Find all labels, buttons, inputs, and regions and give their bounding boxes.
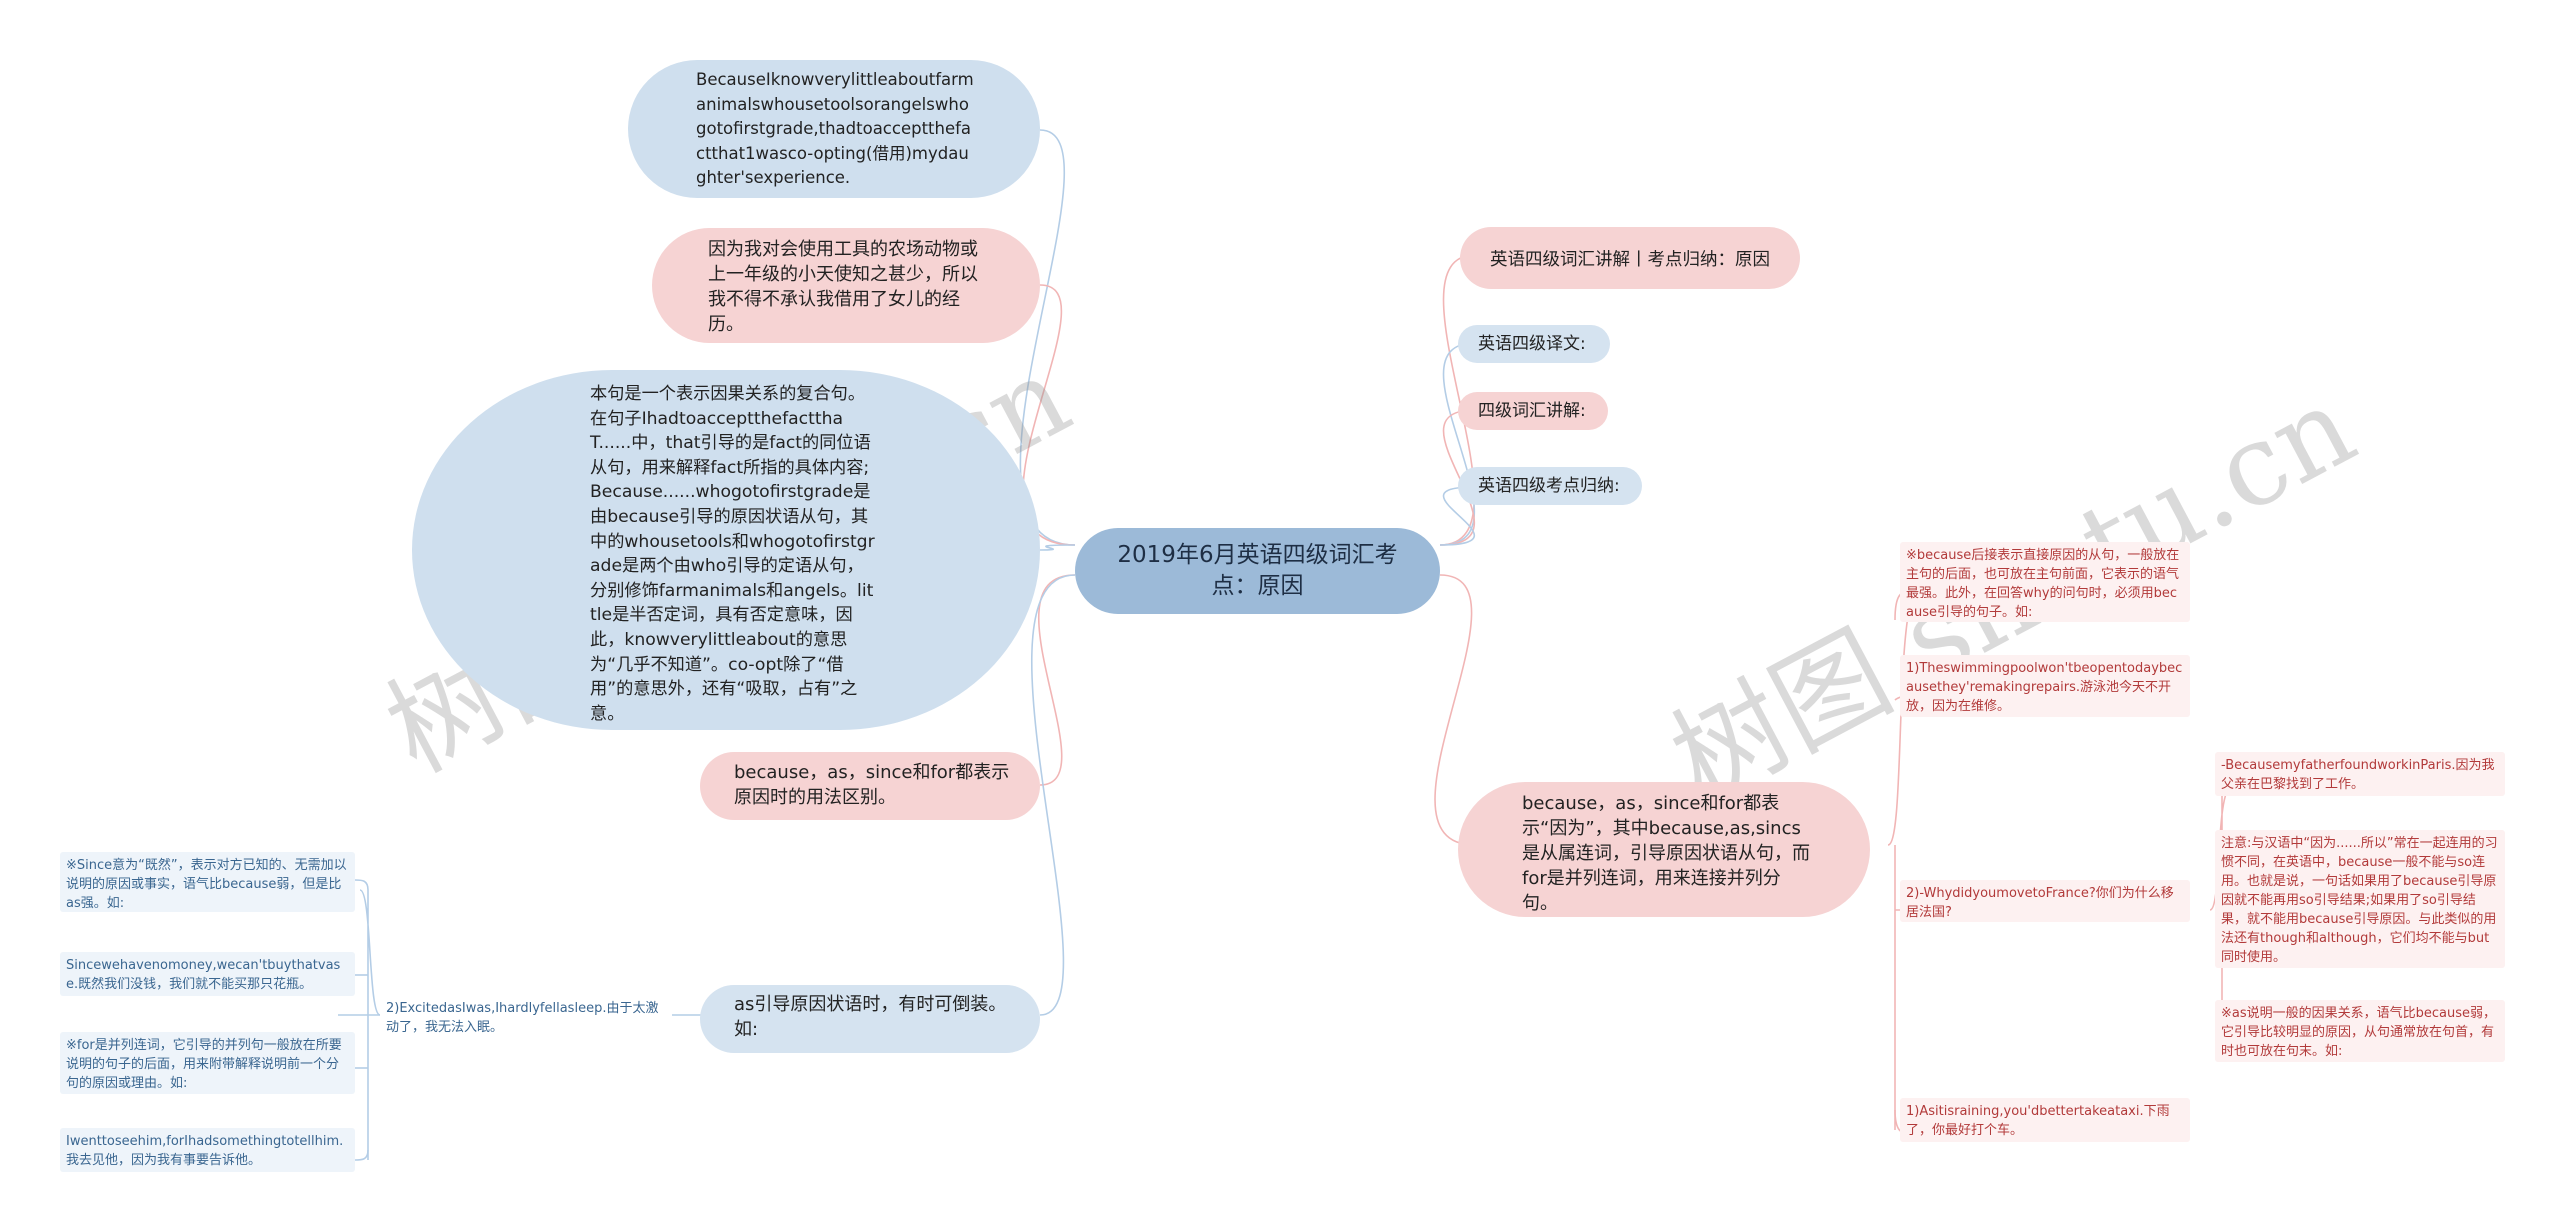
link-center-right-4 xyxy=(1439,486,1476,546)
right-item-vocab[interactable]: 四级词汇讲解: xyxy=(1458,392,1608,430)
right-leaf-france[interactable]: 2)-WhydidyoumovetoFrance?你们为什么移居法国? xyxy=(1900,880,2190,922)
link-center-because-note xyxy=(1434,574,1476,846)
left-leaf-for[interactable]: ※for是并列连词，它引导的并列句一般放在所要说明的句子的后面，用来附带解释说明… xyxy=(60,1032,355,1094)
right-item-title[interactable]: 英语四级词汇讲解丨考点归纳：原因 xyxy=(1460,227,1800,289)
chinese-translation-text: 因为我对会使用工具的农场动物或上一年级的小天使知之甚少，所以我不得不承认我借用了… xyxy=(708,239,978,335)
sub-leaf-as-text: ※as说明一般的因果关系，语气比because弱，它引导比较明显的原因，从句通常… xyxy=(2221,1006,2497,1059)
link-center-english-sentence xyxy=(1019,129,1076,546)
right-leaf-because-text: ※because后接表示直接原因的从句，一般放在主句的后面，也可放在主句前面，它… xyxy=(1906,548,2180,620)
link-center-as-inversion xyxy=(1031,574,1076,1016)
link-center-right-1 xyxy=(1439,254,1476,546)
right-leaf-because[interactable]: ※because后接表示直接原因的从句，一般放在主句的后面，也可放在主句前面，它… xyxy=(1900,542,2190,622)
left-leaf-for-text: ※for是并列连词，它引导的并列句一般放在所要说明的句子的后面，用来附带解释说明… xyxy=(66,1038,342,1091)
link-center-analysis xyxy=(1039,544,1076,551)
sub-leaf-note-text: 注意:与汉语中“因为......所以”常在一起连用的习惯不同，在英语中，beca… xyxy=(2221,836,2498,965)
right-item-points-text: 英语四级考点归纳: xyxy=(1478,476,1620,496)
english-sentence-node[interactable]: BecauseIknowverylittleaboutfarmanimalswh… xyxy=(628,60,1040,198)
right-leaf-raining[interactable]: 1)Asitisraining,you'dbettertakeataxi.下雨了… xyxy=(1900,1098,2190,1142)
right-item-title-text: 英语四级词汇讲解丨考点归纳：原因 xyxy=(1490,249,1770,270)
english-sentence-text: BecauseIknowverylittleaboutfarmanimalswh… xyxy=(696,70,974,187)
center-topic[interactable]: 2019年6月英语四级词汇考点：原因 xyxy=(1075,528,1440,614)
center-topic-label: 2019年6月英语四级词汇考点：原因 xyxy=(1117,542,1398,599)
example-excited-text: 2)ExcitedasIwas,Ihardlyfellasleep.由于太激动了… xyxy=(386,1001,659,1035)
right-item-vocab-text: 四级词汇讲解: xyxy=(1478,401,1586,421)
link-center-right-2 xyxy=(1439,342,1476,546)
chinese-translation-node[interactable]: 因为我对会使用工具的农场动物或上一年级的小天使知之甚少，所以我不得不承认我借用了… xyxy=(652,228,1040,343)
sub-leaf-paris[interactable]: -BecausemyfatherfoundworkinParis.因为我父亲在巴… xyxy=(2215,752,2505,796)
left-leaf-since[interactable]: ※Since意为“既然”，表示对方已知的、无需加以说明的原因或事实，语气比bec… xyxy=(60,852,355,912)
analysis-node[interactable]: 本句是一个表示因果关系的复合句。在句子Ihadtoacceptthefactth… xyxy=(412,370,1040,730)
left-leaf-since-example-text: Sincewehavenomoney,wecan'tbuythatvase.既然… xyxy=(66,958,341,992)
distinction-node[interactable]: because，as，since和for都表示原因时的用法区别。 xyxy=(700,752,1040,820)
sub-leaf-paris-text: -BecausemyfatherfoundworkinParis.因为我父亲在巴… xyxy=(2221,758,2495,792)
sub-leaf-note[interactable]: 注意:与汉语中“因为......所以”常在一起连用的习惯不同，在英语中，beca… xyxy=(2215,830,2505,968)
left-leaf-for-example[interactable]: Iwenttoseehim,forIhadsomethingtotellhim.… xyxy=(60,1128,355,1172)
distinction-text: because，as，since和for都表示原因时的用法区别。 xyxy=(734,762,1010,808)
analysis-text: 本句是一个表示因果关系的复合句。在句子Ihadtoacceptthefactth… xyxy=(590,384,875,724)
left-leaf-since-text: ※Since意为“既然”，表示对方已知的、无需加以说明的原因或事实，语气比bec… xyxy=(66,858,347,911)
example-excited-node[interactable]: 2)ExcitedasIwas,Ihardlyfellasleep.由于太激动了… xyxy=(380,996,672,1036)
right-leaf-raining-text: 1)Asitisraining,you'dbettertakeataxi.下雨了… xyxy=(1906,1104,2170,1138)
link-center-distinction xyxy=(1037,574,1076,786)
right-leaf-swimming[interactable]: 1)Theswimmingpoolwon'tbeopentodaybecause… xyxy=(1900,655,2190,717)
left-leaf-for-example-text: Iwenttoseehim,forIhadsomethingtotellhim.… xyxy=(66,1134,344,1168)
right-leaf-swimming-text: 1)Theswimmingpoolwon'tbeopentodaybecause… xyxy=(1906,661,2183,714)
as-inversion-text: as引导原因状语时，有时可倒装。如: xyxy=(734,994,1007,1040)
as-inversion-node[interactable]: as引导原因状语时，有时可倒装。如: xyxy=(700,985,1040,1053)
left-leaf-since-example[interactable]: Sincewehavenomoney,wecan'tbuythatvase.既然… xyxy=(60,952,355,996)
because-note-node[interactable]: because，as，since和for都表示“因为”，其中because,as… xyxy=(1458,782,1870,917)
right-item-points[interactable]: 英语四级考点归纳: xyxy=(1458,467,1642,505)
sub-leaf-as[interactable]: ※as说明一般的因果关系，语气比because弱，它引导比较明显的原因，从句通常… xyxy=(2215,1000,2505,1062)
right-leaf-france-text: 2)-WhydidyoumovetoFrance?你们为什么移居法国? xyxy=(1906,886,2174,920)
right-item-translation[interactable]: 英语四级译文: xyxy=(1458,325,1610,363)
right-item-translation-text: 英语四级译文: xyxy=(1478,334,1586,354)
because-note-text: because，as，since和for都表示“因为”，其中because,as… xyxy=(1522,793,1810,914)
